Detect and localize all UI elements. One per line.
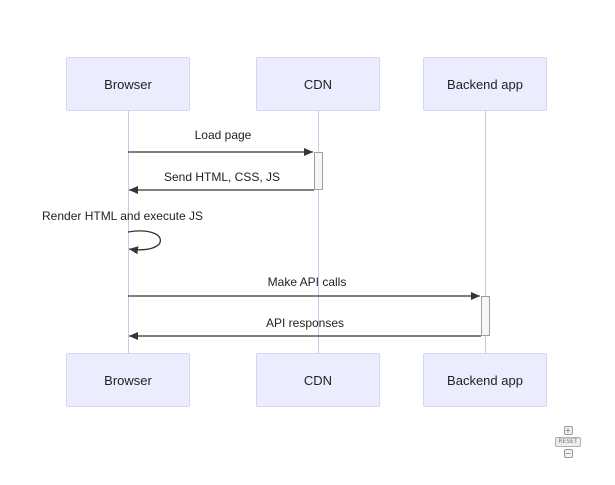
participant-label: Backend app: [447, 76, 523, 92]
participant-backend-bottom: Backend app: [423, 353, 547, 407]
participant-cdn-top: CDN: [256, 57, 380, 111]
message-arrow-render-loop: [127, 230, 161, 255]
activation-backend: [481, 296, 490, 336]
reset-zoom-button[interactable]: RESET: [555, 437, 581, 447]
message-label-api-calls: Make API calls: [267, 275, 347, 289]
participant-browser-bottom: Browser: [66, 353, 190, 407]
zoom-in-button[interactable]: +: [563, 426, 573, 435]
lifeline-cdn: [318, 110, 319, 353]
participant-cdn-bottom: CDN: [256, 353, 380, 407]
participant-label: CDN: [303, 372, 333, 388]
participant-label: Browser: [104, 372, 152, 388]
participant-browser-top: Browser: [66, 57, 190, 111]
zoom-out-button[interactable]: −: [563, 449, 573, 458]
activation-cdn: [314, 152, 323, 190]
participant-label: Browser: [104, 76, 152, 92]
participant-backend-top: Backend app: [423, 57, 547, 111]
message-label-send-html: Send HTML, CSS, JS: [163, 170, 281, 184]
message-label-api-responses: API responses: [265, 316, 345, 330]
participant-label: Backend app: [447, 372, 523, 388]
lifeline-backend: [485, 110, 486, 353]
zoom-controls: + RESET −: [555, 426, 581, 466]
message-label-render: Render HTML and execute JS: [42, 209, 203, 223]
message-label-load-page: Load page: [194, 128, 252, 142]
participant-label: CDN: [303, 76, 333, 92]
